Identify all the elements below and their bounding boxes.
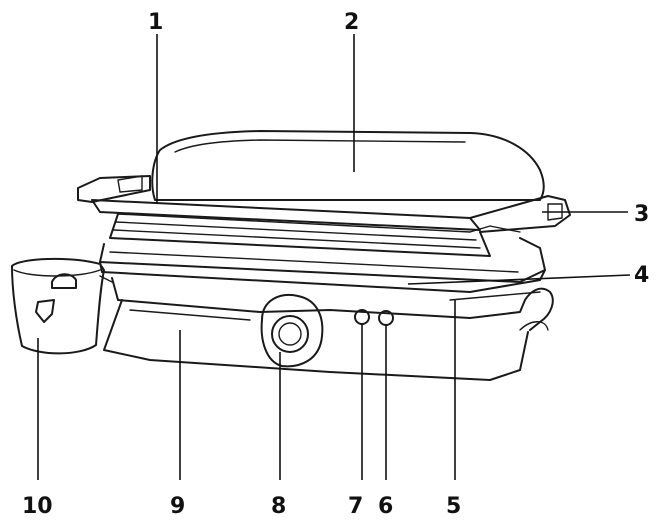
- upper-plate: [109, 213, 521, 257]
- temperature-knob: [260, 294, 324, 368]
- base-housing: [103, 277, 554, 381]
- drip-tray: [11, 257, 113, 355]
- callout-10: 10: [22, 494, 53, 519]
- callout-8: 8: [271, 494, 286, 519]
- callout-3: 3: [634, 202, 649, 227]
- leader-lines: [37, 34, 631, 480]
- callout-5: 5: [446, 494, 461, 519]
- callout-9: 9: [170, 494, 185, 519]
- callout-1: 1: [148, 10, 163, 35]
- callout-6: 6: [378, 494, 393, 519]
- upper-lid: [151, 130, 545, 201]
- callout-7: 7: [348, 494, 363, 519]
- lid-handle: [77, 175, 571, 233]
- callout-2: 2: [344, 10, 359, 35]
- lower-plate: [99, 237, 546, 293]
- callout-4: 4: [634, 263, 649, 288]
